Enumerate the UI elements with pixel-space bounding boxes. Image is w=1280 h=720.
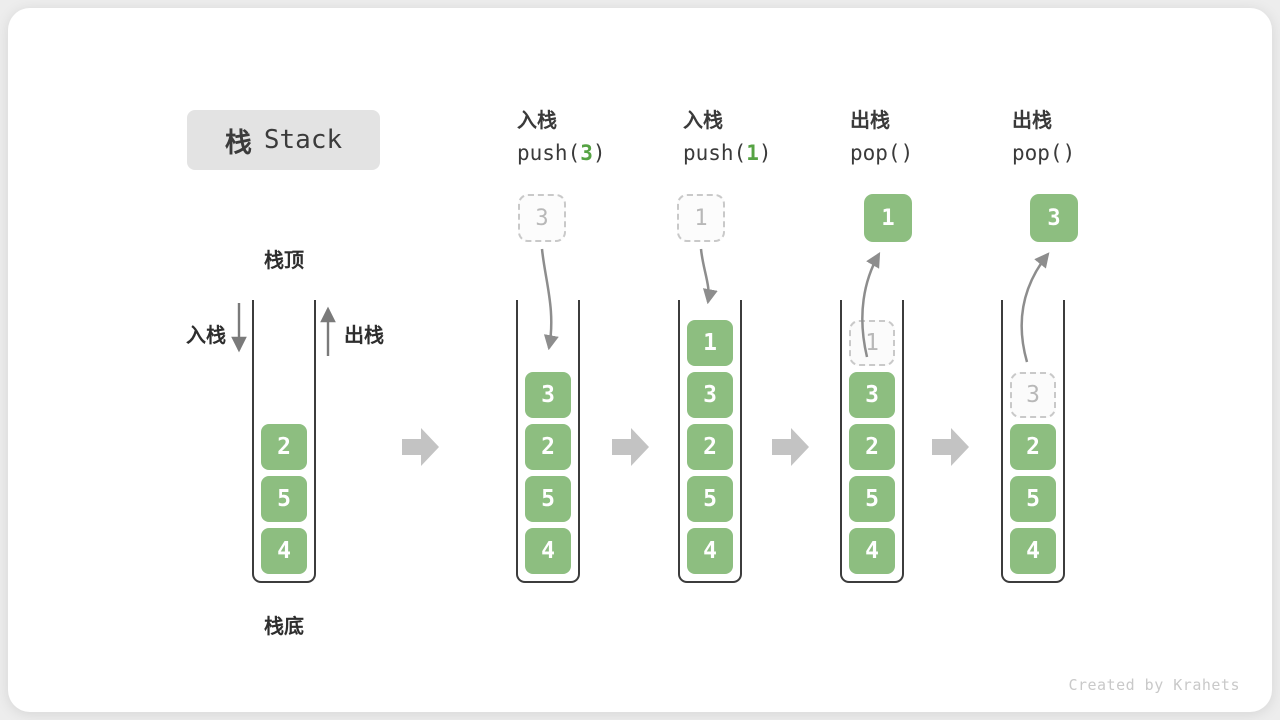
stack-cell-pop-1-5: 5 bbox=[849, 476, 895, 522]
operation-label-zh: 入栈 bbox=[683, 110, 723, 132]
title-en: Stack bbox=[263, 125, 343, 155]
stack-bottom-label: 栈底 bbox=[264, 616, 304, 638]
stack-cell-pop-1-1: 1 bbox=[849, 320, 895, 366]
stack-cell-initial-5: 5 bbox=[261, 476, 307, 522]
stack-cell-pop-3-4: 4 bbox=[1010, 528, 1056, 574]
floating-value-push-1: 1 bbox=[677, 194, 725, 242]
stack-cell-push-1-3: 3 bbox=[687, 372, 733, 418]
operation-label-push-3: 入栈 push(3) bbox=[517, 104, 606, 165]
stack-cell-push-1-4: 4 bbox=[687, 528, 733, 574]
credit-text: Created by Krahets bbox=[1068, 676, 1240, 694]
operation-code: push(1) bbox=[683, 141, 772, 165]
push-direction-label: 入栈 bbox=[186, 325, 226, 347]
floating-value-push-3: 3 bbox=[518, 194, 566, 242]
operation-label-zh: 出栈 bbox=[850, 110, 890, 132]
pop-direction-label: 出栈 bbox=[344, 325, 384, 347]
floating-value-pop-3: 3 bbox=[1030, 194, 1078, 242]
operation-label-pop-3: 出栈 pop() bbox=[1012, 104, 1075, 165]
stack-cell-push-3-4: 4 bbox=[525, 528, 571, 574]
operation-label-zh: 出栈 bbox=[1012, 110, 1052, 132]
stack-cell-pop-1-4: 4 bbox=[849, 528, 895, 574]
title-badge: 栈 Stack bbox=[187, 110, 380, 170]
stack-cell-push-3-5: 5 bbox=[525, 476, 571, 522]
floating-value-pop-1: 1 bbox=[864, 194, 912, 242]
operation-arg: 3 bbox=[580, 141, 593, 165]
stack-cell-push-3-3: 3 bbox=[525, 372, 571, 418]
stack-cell-push-1-1: 1 bbox=[687, 320, 733, 366]
stack-cell-push-1-5: 5 bbox=[687, 476, 733, 522]
operation-label-push-1: 入栈 push(1) bbox=[683, 104, 772, 165]
operation-code: pop() bbox=[1012, 141, 1076, 165]
stack-cell-push-3-2: 2 bbox=[525, 424, 571, 470]
stack-cell-pop-1-2: 2 bbox=[849, 424, 895, 470]
operation-label-zh: 入栈 bbox=[517, 110, 557, 132]
stack-cell-pop-3-3: 3 bbox=[1010, 372, 1056, 418]
operation-label-pop-1: 出栈 pop() bbox=[850, 104, 913, 165]
operation-arg: 1 bbox=[746, 141, 759, 165]
stack-cell-push-1-2: 2 bbox=[687, 424, 733, 470]
stack-cell-pop-1-3: 3 bbox=[849, 372, 895, 418]
stack-cell-pop-3-2: 2 bbox=[1010, 424, 1056, 470]
operation-code: push(3) bbox=[517, 141, 606, 165]
operation-code: pop() bbox=[850, 141, 914, 165]
title-zh: 栈 bbox=[224, 127, 252, 158]
stack-cell-pop-3-5: 5 bbox=[1010, 476, 1056, 522]
stack-cell-initial-2: 2 bbox=[261, 424, 307, 470]
stack-cell-initial-4: 4 bbox=[261, 528, 307, 574]
stack-top-label: 栈顶 bbox=[264, 250, 304, 272]
